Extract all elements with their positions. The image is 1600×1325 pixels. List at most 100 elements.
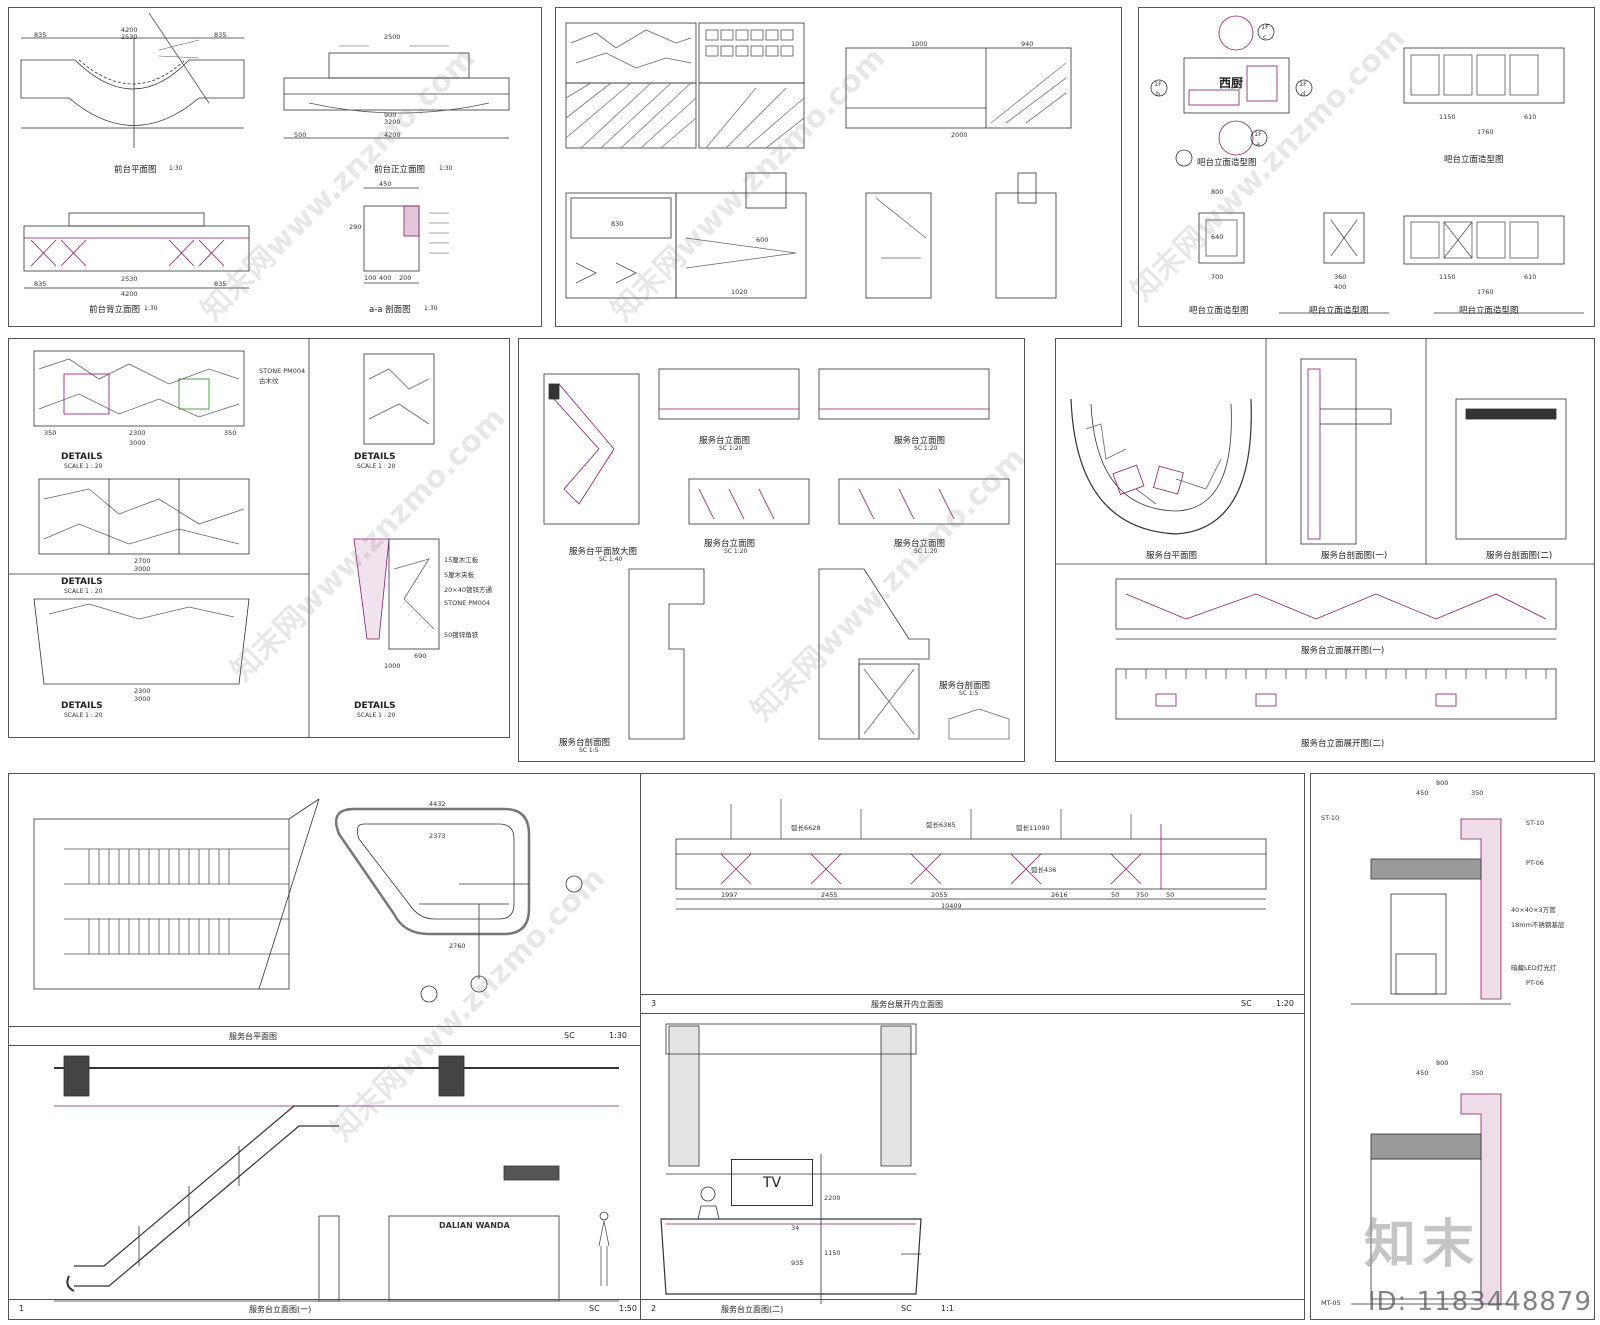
dim: 2300 (134, 687, 151, 695)
panel-details: DETAILS SCALE 1 : 20 DETAILS SCALE 1 : 2… (8, 338, 510, 738)
dim: 34 (791, 1224, 800, 1232)
material-label: 15厘木工板 (444, 556, 479, 564)
bar-drawing (1150, 15, 1584, 314)
caption: 服务台立面图(二) (721, 1305, 784, 1314)
caption: 服务台平面图 (229, 1032, 277, 1041)
panel-counter-elevations: 1000 940 2000 1020 830 600 (555, 7, 1122, 327)
dim: 2200 (824, 1194, 841, 1202)
material-label: 古木纹 (259, 377, 279, 385)
tag: 1F (1254, 130, 1262, 138)
caption: 服务台立面图 (704, 539, 756, 549)
scale: SCALE 1 : 20 (64, 712, 103, 719)
dim: 800 (1436, 779, 1449, 787)
dim: 2760 (449, 942, 466, 950)
elevation-2-drawing (660, 1023, 922, 1304)
caption: 服务台平面放大图 (569, 547, 638, 557)
dim: 弧长436 (1031, 866, 1057, 874)
dim: 900 (384, 111, 397, 119)
dim: 500 (294, 131, 307, 139)
tv-screen: TV (731, 1159, 813, 1206)
dim: 600 (756, 236, 769, 244)
drawing-number: 2 (651, 1304, 657, 1313)
scale: SC 1:20 (914, 445, 938, 452)
dim: 1760 (1477, 128, 1494, 136)
panel-service-desk-elevation-2: TV 2200 1150 935 34 2 服务台立面图(二) SC 1:1 (640, 1013, 1305, 1320)
scale: 1:30 (169, 165, 183, 172)
dim: 1150 (824, 1249, 841, 1257)
title-bar: 3 服务台展开内立面图 SC 1:20 (641, 994, 1304, 1014)
dim: 700 (1211, 273, 1224, 281)
scale: SCALE 1 : 20 (64, 463, 103, 470)
caption-bar-2: 吧台立面造型图 (1444, 155, 1504, 165)
dim: 450 (1416, 1069, 1429, 1077)
dim: 2530 (121, 33, 138, 41)
dim: 4200 (121, 290, 138, 298)
dim: 10409 (941, 902, 962, 910)
sc-label: SC (589, 1304, 600, 1313)
material-label: 5厘木夹板 (444, 571, 475, 579)
scale: 1:30 (424, 305, 438, 312)
service-desk-detail-drawing (543, 368, 1010, 740)
title-bar: 1 服务台立面图(一) SC 1:50 (9, 1299, 641, 1319)
caption: 服务台立面展开图(二) (1301, 739, 1385, 749)
material-label: ST-10 (1321, 814, 1340, 822)
dim: 610 (1524, 113, 1537, 121)
caption-bar-1: 吧台立面造型图 (1197, 158, 1257, 168)
dim: 290 (349, 223, 362, 231)
elevation-1-drawing (54, 1055, 619, 1302)
scale: SCALE 1 : 20 (357, 463, 396, 470)
caption: 服务台立面图 (894, 539, 946, 549)
details-title: DETAILS (61, 452, 103, 462)
caption: 服务台立面图(一) (249, 1305, 312, 1314)
dim: 2500 (384, 33, 401, 41)
dim: 2000 (951, 131, 968, 139)
caption: 服务台平面图 (1146, 551, 1198, 561)
tag: 1F (1299, 80, 1307, 88)
dim: 3000 (134, 565, 151, 573)
tag: c (1263, 33, 1267, 41)
material-label: STONE PM004 (259, 367, 306, 375)
dim: 830 (611, 220, 624, 228)
drawing-number: 3 (651, 999, 657, 1008)
title-bar: 服务台平面图 SC 1:30 (9, 1026, 641, 1047)
caption: 服务台剖面图 (939, 681, 991, 691)
dim: 1760 (1477, 288, 1494, 296)
details-title: DETAILS (61, 577, 103, 587)
dim: 350 (44, 429, 57, 437)
dim: 2373 (429, 832, 446, 840)
dim: 4200 (121, 26, 138, 34)
dim: 50 (1166, 891, 1175, 899)
dim: 200 (399, 274, 412, 282)
dim: 1150 (1439, 113, 1456, 121)
dim: 50 (1111, 891, 1120, 899)
dim: 800 (1211, 188, 1224, 196)
details-title: DETAILS (354, 701, 396, 711)
scale: SC 1:20 (914, 548, 938, 555)
dim: 3000 (134, 695, 151, 703)
dim: 2055 (931, 891, 948, 899)
dim: 350 (1471, 1069, 1484, 1077)
details-title: DETAILS (354, 452, 396, 462)
dim: 750 (1136, 891, 1149, 899)
dim: 935 (791, 1259, 804, 1267)
title-bar: 2 服务台立面图(二) SC 1:1 (641, 1299, 1304, 1319)
dim: 350 (1471, 789, 1484, 797)
scale: SCALE 1 : 20 (357, 712, 396, 719)
dim: 360 (1334, 273, 1347, 281)
tag: 1F (1154, 80, 1162, 88)
dim: 1000 (384, 662, 401, 670)
material-label: PT-06 (1526, 979, 1544, 987)
dim: 400 (1334, 283, 1347, 291)
dim: 610 (1524, 273, 1537, 281)
caption-bar-3: 吧台立面造型图 (1189, 306, 1249, 316)
image-id: ID: 1183448879 (1367, 1287, 1592, 1317)
panel-service-desk-unfolded: 1997 2455 2055 2616 50 750 50 10409 弧长63… (640, 773, 1305, 1015)
caption-reception-back: 前台背立面图 (89, 305, 141, 315)
drawing-number: 1 (19, 1304, 25, 1313)
scale: 1:20 (1276, 999, 1294, 1008)
tag: 1F (1261, 23, 1269, 31)
dim: 1150 (1439, 273, 1456, 281)
dim: 3000 (129, 439, 146, 447)
panel-service-desk-detail: 服务台平面放大图 SC 1:40 服务台立面图 SC 1:20 服务台立面图 S… (518, 338, 1025, 762)
tag: a (1256, 140, 1260, 148)
